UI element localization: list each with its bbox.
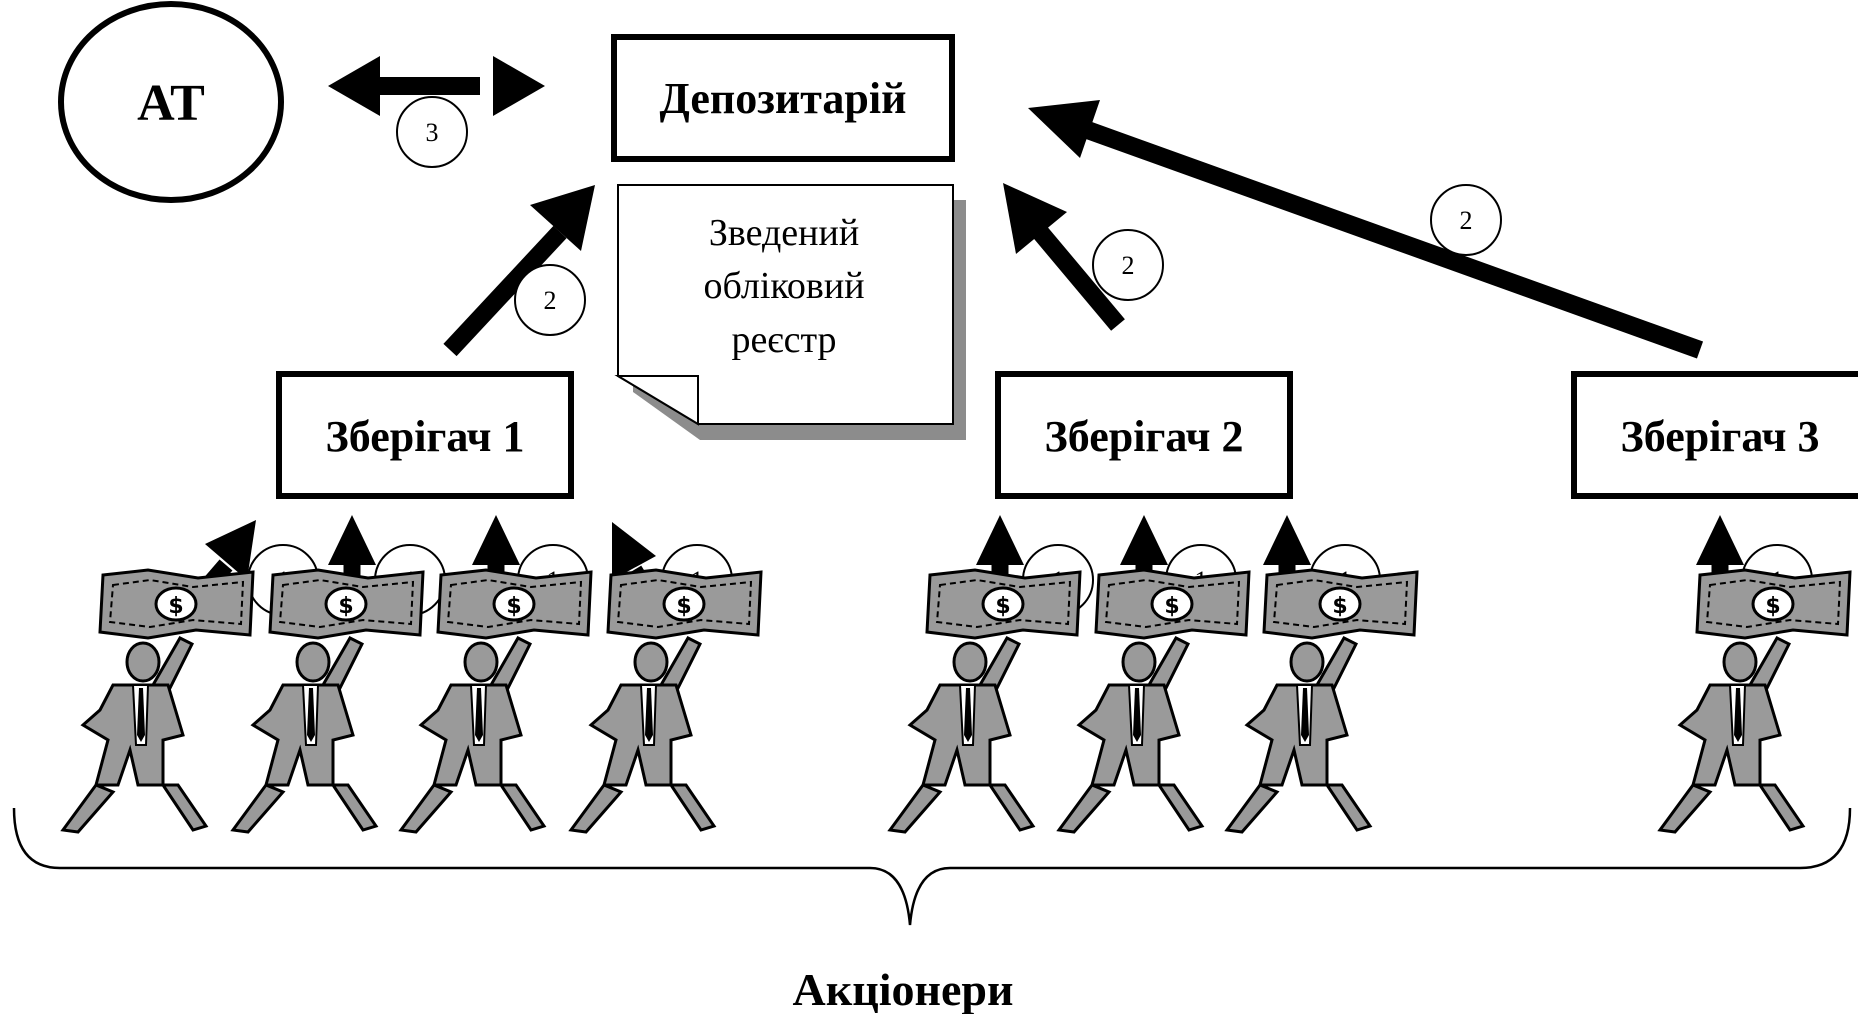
arrow-custodian2-depository xyxy=(1003,183,1125,331)
step-2-badge-custodian1: 2 xyxy=(514,264,586,336)
svg-text:2: 2 xyxy=(544,286,557,315)
shareholder-figure-1 xyxy=(61,568,255,834)
shareholders-brace xyxy=(12,807,1852,926)
arrow-custodian1-depository xyxy=(443,185,595,357)
register-line-2: обліковий xyxy=(703,265,864,307)
step-2-badge-custodian3: 2 xyxy=(1430,184,1502,256)
custodian-3-label: Зберігач 3 xyxy=(1621,412,1820,461)
arrow-custodian3-depository xyxy=(1028,100,1704,359)
at-node: АТ xyxy=(58,1,284,203)
register-line-3: реєстр xyxy=(731,319,836,361)
register-document: Зведений обліковий реєстр xyxy=(614,184,966,440)
step-2-badge-custodian2: 2 xyxy=(1092,229,1164,301)
shareholder-figure-2 xyxy=(231,568,425,834)
shareholder-figure-6 xyxy=(1057,568,1251,834)
custodian-2-node: Зберігач 2 xyxy=(995,371,1293,499)
custodian-1-label: Зберігач 1 xyxy=(326,412,525,461)
svg-text:2: 2 xyxy=(1122,251,1135,280)
shareholder-figure-4 xyxy=(569,568,763,834)
depository-label: Депозитарій xyxy=(660,74,907,123)
shareholders-label: Акціонери xyxy=(792,964,1013,1014)
custodian-3-node: Зберігач 3 xyxy=(1571,371,1858,499)
svg-text:3: 3 xyxy=(426,118,439,147)
shareholder-figure-7 xyxy=(1225,568,1419,834)
register-line-1: Зведений xyxy=(709,212,859,254)
svg-text:2: 2 xyxy=(1460,206,1473,235)
depository-node: Депозитарій xyxy=(611,34,955,162)
step-3-badge: 3 xyxy=(396,96,468,168)
arrow-at-depository xyxy=(328,56,545,116)
shareholder-figure-5 xyxy=(888,568,1082,834)
custodian-2-label: Зберігач 2 xyxy=(1045,412,1244,461)
custodian-1-node: Зберігач 1 xyxy=(276,371,574,499)
shareholder-figure-8 xyxy=(1658,568,1852,834)
at-label: АТ xyxy=(137,75,205,132)
